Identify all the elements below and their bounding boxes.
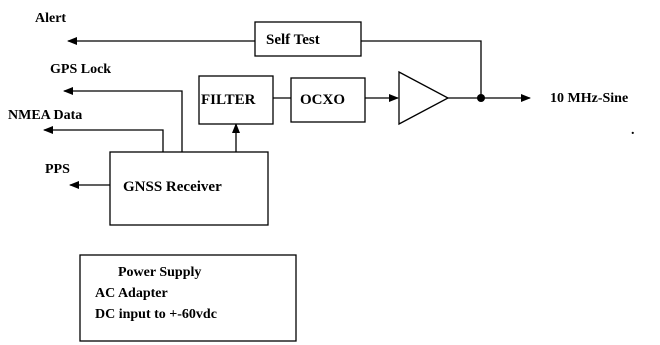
- alert-label: Alert: [35, 11, 66, 26]
- power-supply-block: [79, 254, 297, 342]
- self-test-label: Self Test: [266, 32, 320, 48]
- self-test-block: [254, 21, 362, 57]
- power-supply-dc-input: DC input to +-60vdc: [95, 307, 217, 322]
- nmea-data-arrow: [43, 126, 164, 152]
- gps-lock-label: GPS Lock: [50, 62, 111, 77]
- stray-mark: .: [631, 123, 635, 138]
- filter-label: FILTER: [201, 92, 256, 108]
- ocxo-block: [290, 77, 366, 123]
- output-junction-dot: [477, 94, 485, 102]
- filter-block: [198, 75, 274, 125]
- ocxo-label: OCXO: [300, 92, 345, 108]
- nmea-data-label: NMEA Data: [8, 108, 82, 123]
- sine-output-label: 10 MHz-Sine: [550, 91, 628, 106]
- gnss-receiver-label: GNSS Receiver: [123, 179, 222, 195]
- gps-lock-arrow: [63, 87, 183, 152]
- amplifier-triangle: [398, 70, 450, 126]
- power-supply-title: Power Supply: [118, 265, 201, 280]
- power-supply-ac-adapter: AC Adapter: [95, 286, 168, 301]
- self-test-feedback-line: [361, 40, 482, 98]
- gnss-receiver-block: [109, 151, 269, 226]
- pps-label: PPS: [45, 162, 70, 177]
